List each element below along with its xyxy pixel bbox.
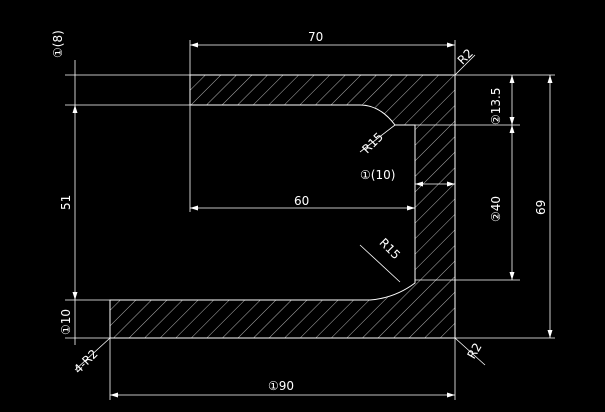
dim-web-height: ②40 [489,196,503,222]
dim-radius-bottom-right: R2 [465,340,485,361]
dimension-lines [72,42,553,398]
dim-right-top-offset: ②13.5 [489,88,503,125]
dim-radius-upper-fillet: R15 [359,130,386,157]
dim-radius-top-right: R2 [455,46,476,67]
dim-bottom-thickness: ①10 [59,309,73,335]
section-profile [109,74,456,339]
dim-top-width: 70 [308,30,323,44]
dim-total-height: 69 [534,200,548,215]
dim-radius-lower-fillet: R15 [376,235,403,262]
dim-left-top-thickness: ①(8) [51,30,65,58]
dim-left-height: 51 [59,195,73,210]
dim-web-thickness: ①(10) [360,168,395,182]
extension-lines [65,40,555,400]
dim-bottom-width: ①90 [268,379,294,393]
dim-inner-width: 60 [294,194,309,208]
